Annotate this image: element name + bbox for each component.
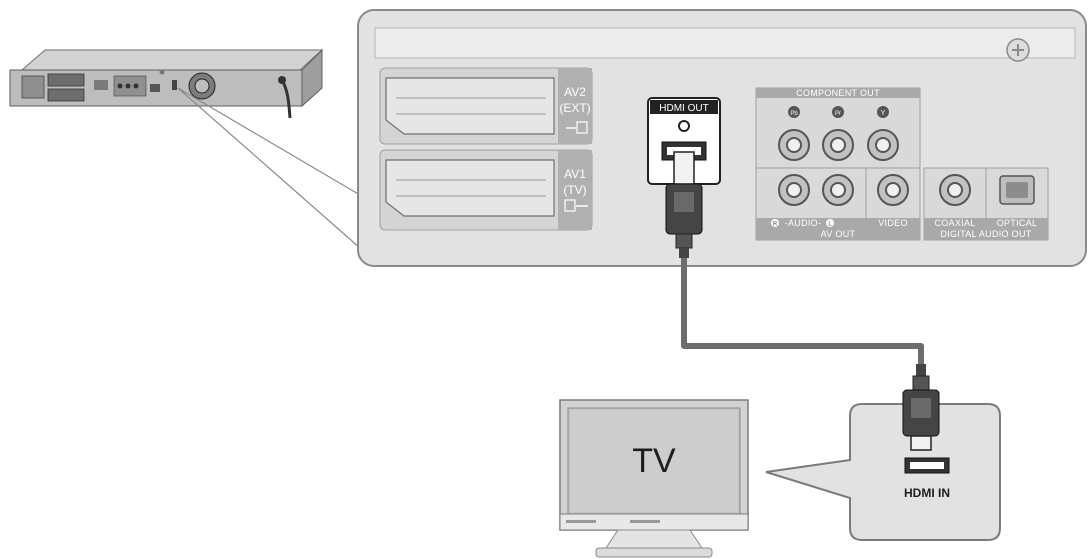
zoom-line-top — [177, 87, 361, 196]
component-jack-y-label: Y — [881, 110, 886, 117]
hdmi-in-callout: HDMI IN — [765, 403, 1001, 541]
input-arrow-icon — [576, 121, 588, 134]
hdmi-plug-top — [665, 151, 703, 258]
tv: TV — [559, 399, 749, 558]
scart-av1-sublabel: (TV) — [563, 183, 586, 197]
video-label: VIDEO — [878, 218, 908, 228]
jack-label-dot — [826, 219, 834, 227]
recorder-unit — [9, 48, 324, 108]
digital-audio-out-group: COAXIAL OPTICAL DIGITAL AUDIO OUT — [923, 167, 1049, 241]
power-cord — [280, 79, 292, 119]
hdmi-out-label: HDMI OUT — [659, 103, 708, 114]
jack-label-dot — [877, 106, 889, 118]
digital-audio-out-label: DIGITAL AUDIO OUT — [940, 229, 1031, 239]
jack-label-dot — [788, 106, 800, 118]
optical-label: OPTICAL — [997, 218, 1038, 228]
scart-av2-port: AV2 (EXT) — [379, 67, 593, 145]
component-jacks: Pb Pr Y — [778, 106, 899, 161]
tv-label: TV — [632, 442, 676, 480]
scart-av2-sublabel: (EXT) — [559, 101, 590, 115]
audio-l-label: L — [828, 222, 832, 228]
output-arrow-icon — [564, 199, 576, 212]
av-out-group: R -AUDIO- L VIDEO AV OUT — [755, 167, 921, 241]
scart-av2-label: AV2 — [564, 85, 586, 99]
component-jack-pb-label: Pb — [790, 111, 798, 117]
scart-av1-label: AV1 — [564, 167, 586, 181]
coaxial-label: COAXIAL — [934, 218, 975, 228]
audio-r-label: R — [773, 222, 778, 228]
hdmi-cable — [681, 258, 924, 372]
component-out-label: COMPONENT OUT — [796, 88, 880, 98]
jack-label-dot — [771, 219, 779, 227]
jack-label-dot — [832, 106, 844, 118]
hdmi-out-port: HDMI OUT — [647, 97, 721, 185]
scart-av1-port: AV1 (TV) — [379, 149, 593, 231]
av-out-label: AV OUT — [821, 229, 856, 239]
zoom-line-bottom — [177, 87, 361, 249]
component-jack-pr-label: Pr — [835, 111, 841, 117]
hdmi-plug-bottom-front — [902, 389, 940, 451]
audio-label: -AUDIO- — [785, 218, 822, 228]
hdmi-in-label: HDMI IN — [904, 486, 950, 500]
